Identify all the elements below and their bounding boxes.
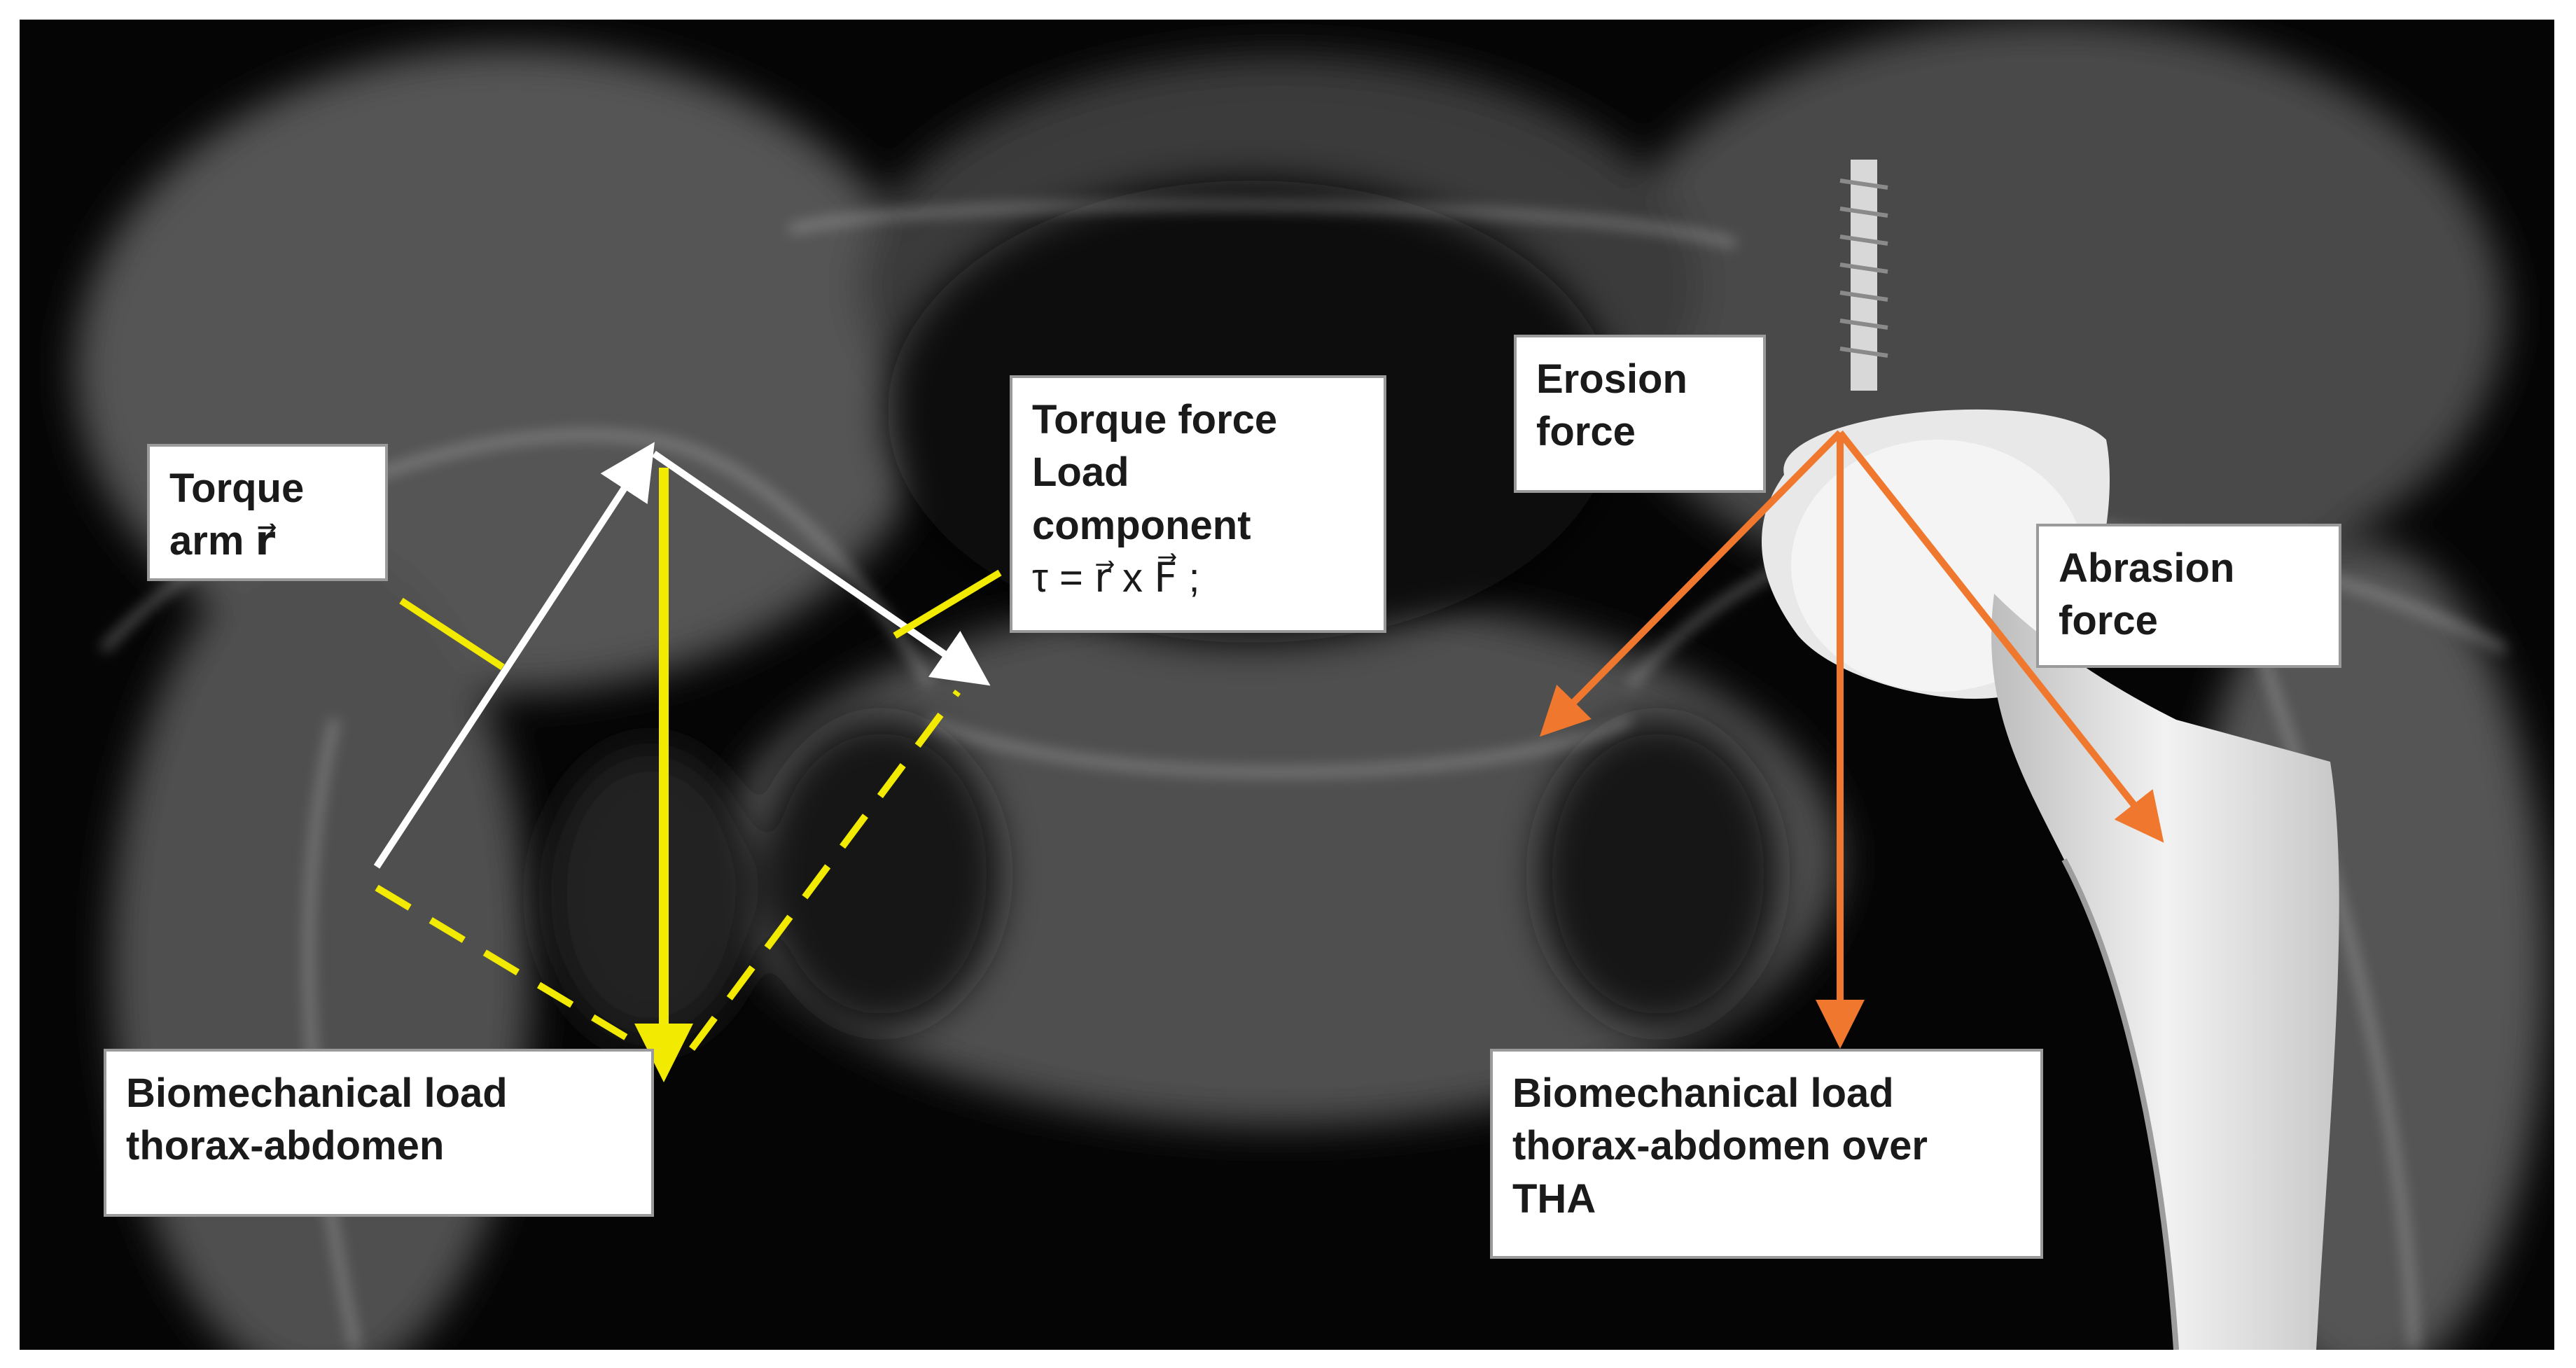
load-right-line-2: thorax-abdomen over (1512, 1123, 1928, 1169)
load-right-line-1: Biomechanical load (1512, 1070, 1894, 1116)
erosion-force-line-1: Erosion (1536, 356, 1687, 402)
load-left-line-1: Biomechanical load (126, 1070, 508, 1116)
erosion-force-label: Erosion force (1514, 335, 1766, 493)
erosion-force-line-2: force (1536, 409, 1636, 455)
torque-formula: τ = r⃗ x F⃗ ; (1032, 555, 1200, 601)
torque-arm-line-2: arm r⃗ (169, 518, 276, 564)
load-left-line-2: thorax-abdomen (126, 1123, 445, 1169)
torque-arm-line-1: Torque (169, 466, 305, 511)
erosion-force-vector (1539, 430, 1843, 737)
torque-arm-vector (373, 442, 655, 869)
dashed-torque-force (688, 690, 961, 1051)
dashed-torque-arm (375, 884, 659, 1059)
load-vectors (375, 468, 1002, 1082)
load-right-label: Biomechanical load thorax-abdomen over T… (1490, 1049, 2043, 1259)
load-left-label: Biomechanical load thorax-abdomen (104, 1049, 654, 1217)
leader-torque-arm (399, 597, 505, 671)
bone-screw (1839, 160, 1888, 391)
torque-force-label: Torque force Load component τ = r⃗ x F⃗ … (1010, 375, 1386, 633)
abrasion-force-line-1: Abrasion (2059, 545, 2235, 591)
abrasion-force-label: Abrasion force (2036, 524, 2341, 668)
xray-figure: Torque arm r⃗ Torque force Load componen… (20, 20, 2554, 1350)
torque-force-line-3: component (1032, 502, 1251, 548)
abrasion-force-line-2: force (2059, 598, 2158, 644)
torque-arm-label: Torque arm r⃗ (147, 444, 388, 581)
torque-force-line-1: Torque force (1032, 397, 1278, 442)
torque-force-line-2: Load (1032, 449, 1129, 496)
load-right-line-3: THA (1512, 1175, 1596, 1222)
torque-vectors (373, 442, 991, 869)
abrasion-force-vector (1837, 430, 2164, 843)
implant-force-vectors (1539, 430, 2164, 1049)
torque-force-vector (652, 450, 991, 686)
leader-torque-force (893, 569, 1002, 639)
